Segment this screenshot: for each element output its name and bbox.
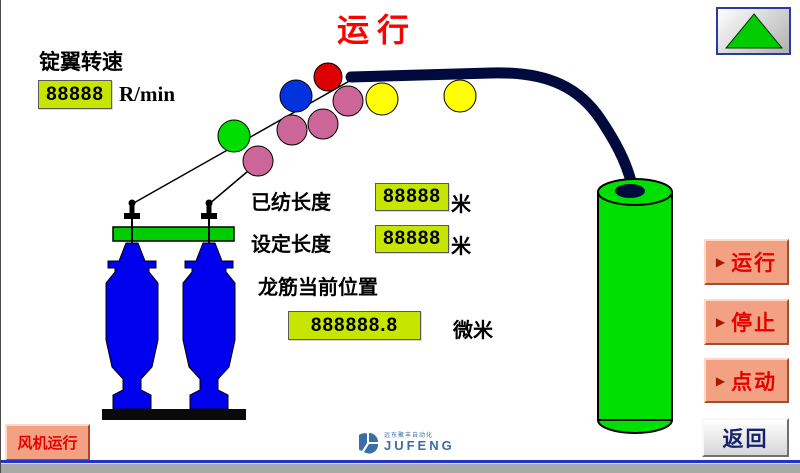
scroll-up-button[interactable] (716, 7, 791, 55)
bottom-blue-line (1, 460, 800, 463)
back-button-label: 返回 (722, 427, 769, 451)
run-arrow-icon: ▶ (715, 255, 726, 269)
pulley-pink-3 (307, 108, 339, 140)
thread-line-right (208, 165, 255, 205)
spun-length-label: 已纺长度 (251, 192, 331, 214)
brand-logo: 远东聚丰自动化 JUFENG (359, 432, 455, 454)
run-button[interactable]: ▶ 运行 (704, 239, 789, 285)
up-triangle-icon (724, 13, 783, 49)
machine-base (102, 409, 246, 420)
set-length-unit: 米 (451, 236, 471, 258)
spindle-knob-right (205, 199, 213, 207)
tube-outlet (615, 184, 645, 198)
jufeng-logo-icon (359, 433, 379, 454)
fan-run-label: 风机运行 (17, 435, 78, 452)
pulley-yellow-1 (365, 82, 399, 116)
stop-button[interactable]: ▶ 停止 (704, 299, 789, 345)
logo-brand: JUFENG (384, 438, 455, 454)
bobbin-rail (112, 226, 235, 242)
spun-length-unit: 米 (451, 194, 471, 216)
jog-button[interactable]: ▶ 点动 (704, 358, 789, 403)
pulley-blue (279, 79, 313, 113)
rail-position-value: 888888.8 (288, 311, 421, 340)
spindle-stem-right (206, 204, 212, 216)
pulley-yellow-2 (443, 79, 477, 113)
fan-run-button[interactable]: 风机运行 (5, 424, 90, 461)
spun-length-value: 88888 (375, 183, 449, 211)
spindle-cap-left (124, 213, 140, 219)
page-title: 运行 (336, 12, 417, 48)
spindle-cap-right (201, 213, 217, 219)
flyer-speed-label: 锭翼转速 (39, 51, 123, 74)
set-length-label: 设定长度 (251, 234, 331, 256)
pulley-pink-1 (242, 145, 274, 177)
jog-arrow-icon: ▶ (715, 373, 726, 388)
logo-tagline: 远东聚丰自动化 (384, 432, 434, 439)
can-top (597, 178, 673, 206)
run-button-label: 运行 (731, 252, 778, 275)
stop-button-label: 停止 (731, 312, 778, 335)
flyer-speed-value: 88888 (38, 80, 112, 109)
stop-arrow-icon: ▶ (715, 315, 726, 329)
set-length-value: 88888 (375, 225, 449, 253)
pulley-red (313, 62, 343, 92)
rail-position-unit: 微米 (453, 320, 493, 342)
collection-can (597, 191, 673, 421)
roving-bobbin-right (182, 242, 236, 410)
rail-position-label: 龙筋当前位置 (258, 277, 378, 299)
pulley-green (217, 119, 251, 153)
can-bottom (597, 406, 673, 434)
spindle-stem-left (129, 204, 135, 216)
pulley-pink-2 (276, 114, 308, 146)
jog-button-label: 点动 (731, 370, 778, 394)
roving-bobbin-left (105, 242, 159, 410)
pulley-pink-4 (332, 85, 364, 117)
delivery-tube (345, 67, 640, 200)
spindle-knob-left (128, 199, 136, 207)
taskbar-strip (1, 463, 800, 473)
flyer-speed-unit: R/min (119, 82, 176, 106)
back-button[interactable]: 返回 (702, 418, 789, 457)
